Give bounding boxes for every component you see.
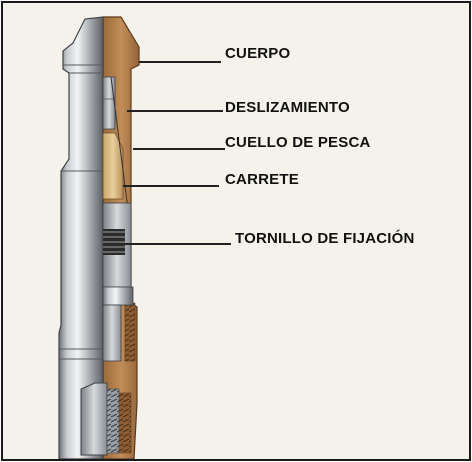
leader-cuerpo — [139, 61, 221, 63]
label-deslizamiento: DESLIZAMIENTO — [225, 99, 350, 116]
slip-area — [102, 76, 130, 218]
label-carrete: CARRETE — [225, 171, 299, 188]
spool-assembly — [102, 202, 134, 362]
fishing-tool-cutaway — [58, 16, 140, 459]
leader-tornillo-de-fijacion — [125, 243, 231, 245]
leader-deslizamiento — [127, 110, 223, 112]
leader-carrete — [123, 185, 219, 187]
mandrel — [58, 16, 120, 459]
label-cuello-de-pesca: CUELLO DE PESCA — [225, 134, 371, 151]
leader-cuello-de-pesca — [133, 148, 225, 150]
label-tornillo-de-fijacion: TORNILLO DE FIJACIÓN — [235, 230, 415, 247]
label-cuerpo: CUERPO — [225, 45, 291, 62]
